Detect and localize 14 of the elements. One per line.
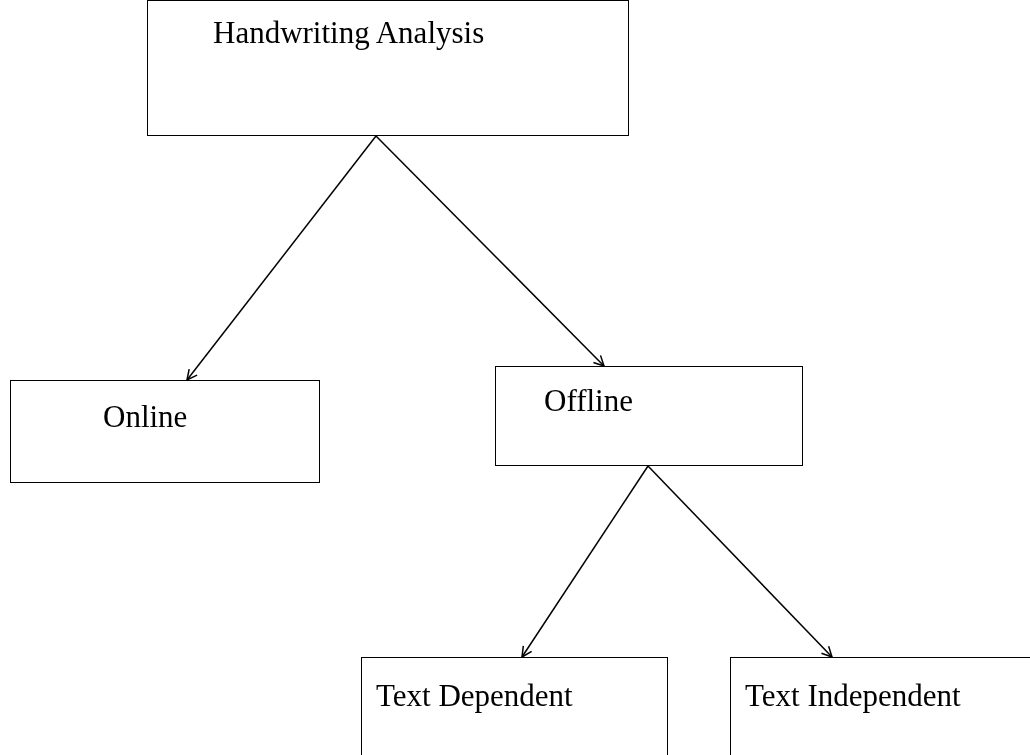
box-label: Text Independent bbox=[745, 678, 961, 714]
category-box bbox=[495, 366, 803, 466]
category-box bbox=[361, 657, 668, 755]
category-box bbox=[10, 380, 320, 483]
arrow bbox=[647, 465, 833, 658]
box-label: Text Dependent bbox=[376, 678, 573, 714]
arrow bbox=[186, 135, 377, 381]
box-label: Offline bbox=[544, 383, 633, 419]
box-label: Online bbox=[103, 399, 188, 435]
arrow bbox=[375, 135, 605, 367]
category-box bbox=[730, 657, 1030, 755]
box-label: Handwriting Analysis bbox=[213, 15, 485, 51]
category-box bbox=[147, 0, 629, 136]
arrow bbox=[521, 465, 649, 658]
